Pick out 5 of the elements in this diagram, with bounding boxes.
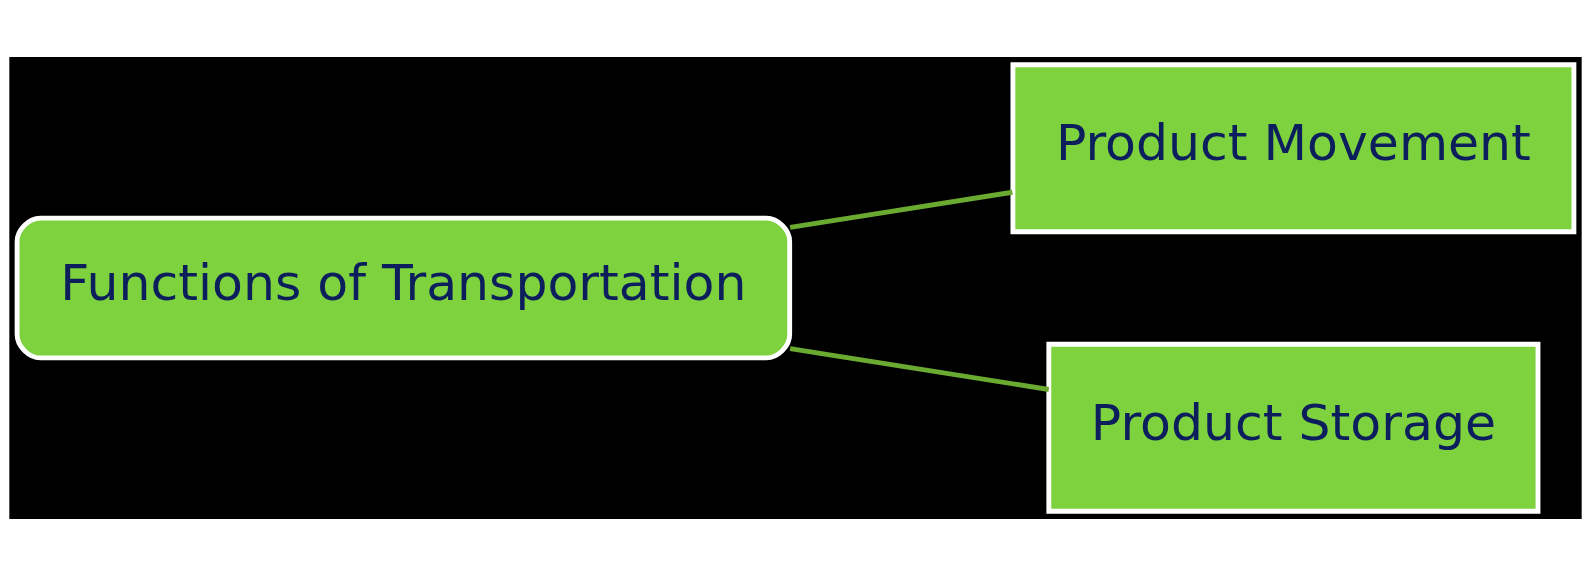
node-box: Product Storage	[1046, 341, 1541, 514]
connector	[789, 345, 1050, 392]
node-box: Product Movement	[1010, 61, 1577, 234]
connector	[789, 189, 1013, 230]
node-box: Functions of Transportation	[14, 215, 793, 360]
